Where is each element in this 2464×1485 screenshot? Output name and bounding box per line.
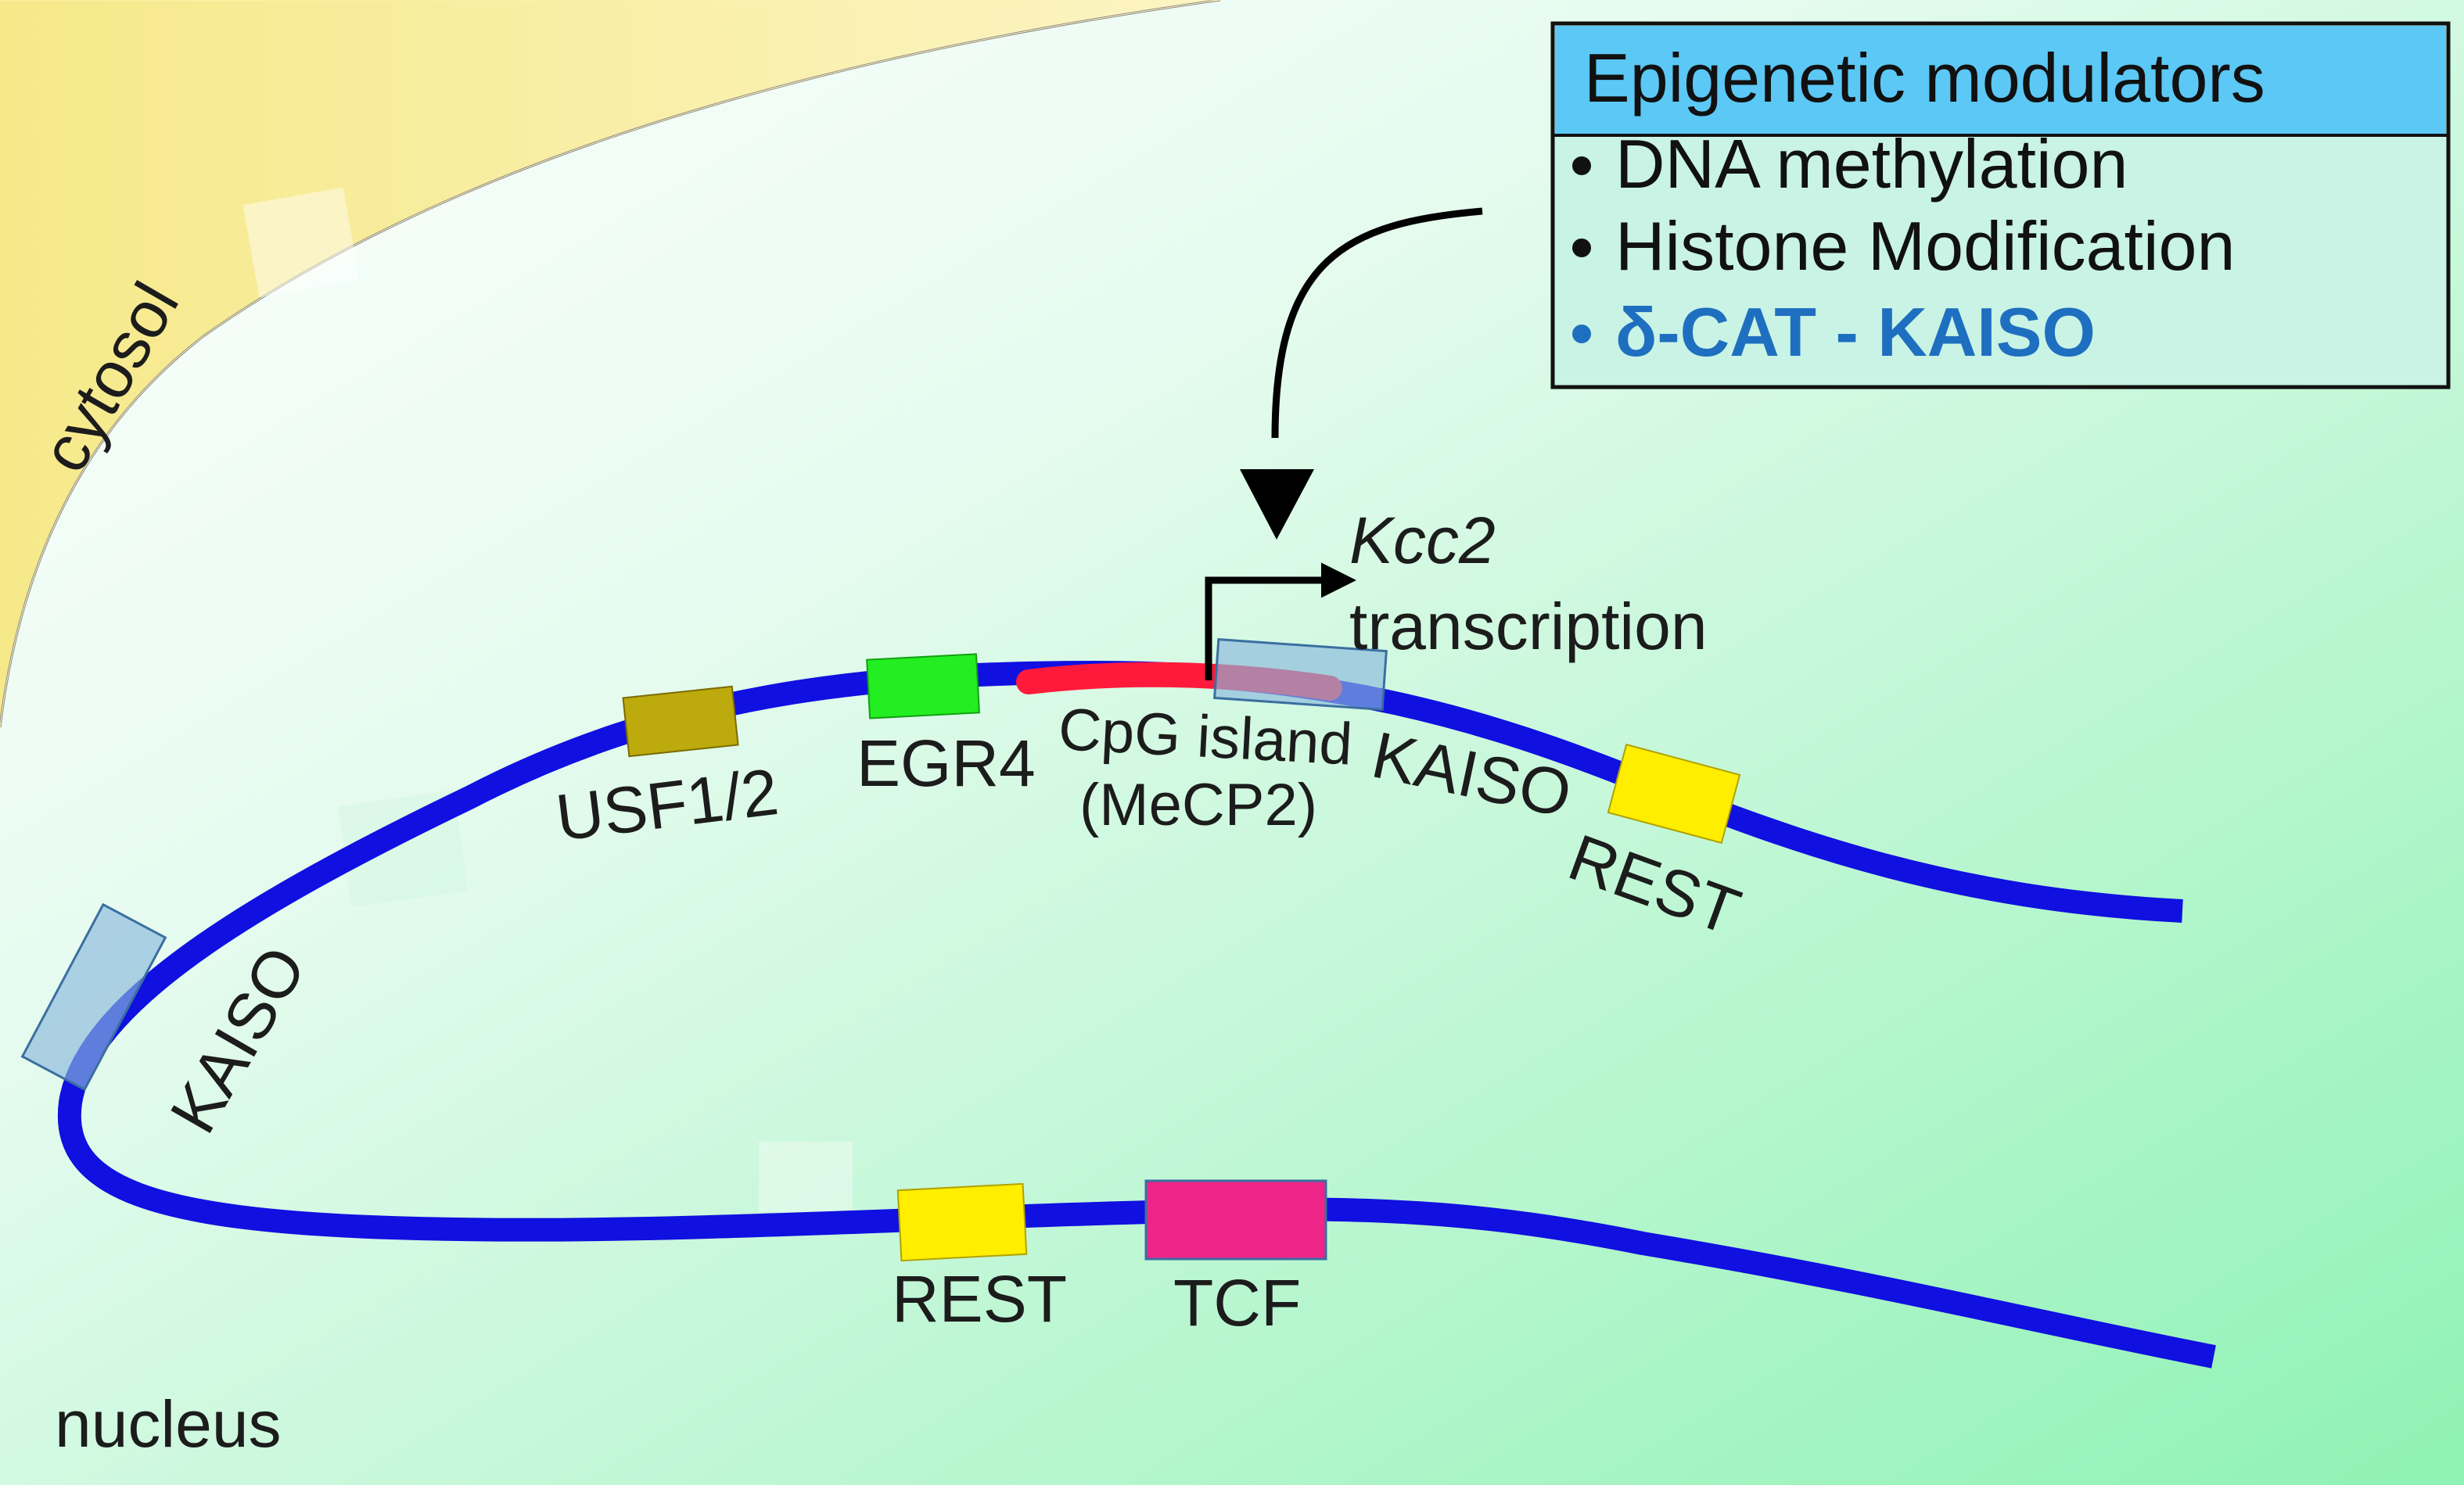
nucleus-label: nucleus <box>55 1387 282 1461</box>
rest-lower-label: REST <box>892 1262 1067 1336</box>
legend-item-3: δ-CAT - KAISO <box>1615 293 2096 371</box>
tcf-label: TCF <box>1173 1266 1301 1340</box>
rest-binding-site-upper <box>1607 743 1741 845</box>
modulator-arrow <box>1271 207 1483 439</box>
cpg-island-label: CpG island <box>1057 696 1354 778</box>
legend-bullet <box>1572 325 1591 343</box>
egr4-label: EGR4 <box>857 726 1036 800</box>
tcf-binding-site <box>1144 1179 1327 1261</box>
kaiso-binding-site-upper <box>1213 638 1388 712</box>
background-patch <box>759 1142 853 1212</box>
mecp2-label: (MeCP2) <box>1079 772 1317 838</box>
kcc2-gene-label: Kcc2 <box>1349 504 1496 577</box>
background-patch <box>242 187 360 298</box>
legend-item-1: DNA methylation <box>1615 125 2128 203</box>
usf-binding-site <box>622 685 739 758</box>
cytosol-region <box>0 0 1220 727</box>
legend-title: Epigenetic modulators <box>1584 39 2265 117</box>
legend-item-2: Histone Modification <box>1615 207 2235 285</box>
egr4-binding-site <box>866 653 980 719</box>
legend-bullet <box>1572 156 1591 175</box>
rest-binding-site-lower <box>896 1182 1028 1262</box>
legend-header <box>1555 26 2446 135</box>
epigenetic-legend: Epigenetic modulators DNA methylationHis… <box>1550 21 2451 389</box>
modulator-arrowhead <box>1240 469 1314 540</box>
transcription-start-arrow <box>1205 562 1356 680</box>
legend-bullet <box>1572 239 1591 257</box>
kaiso-binding-site-left <box>20 902 167 1092</box>
dna-strand <box>57 660 2216 1368</box>
transcription-label: transcription <box>1349 590 1708 663</box>
